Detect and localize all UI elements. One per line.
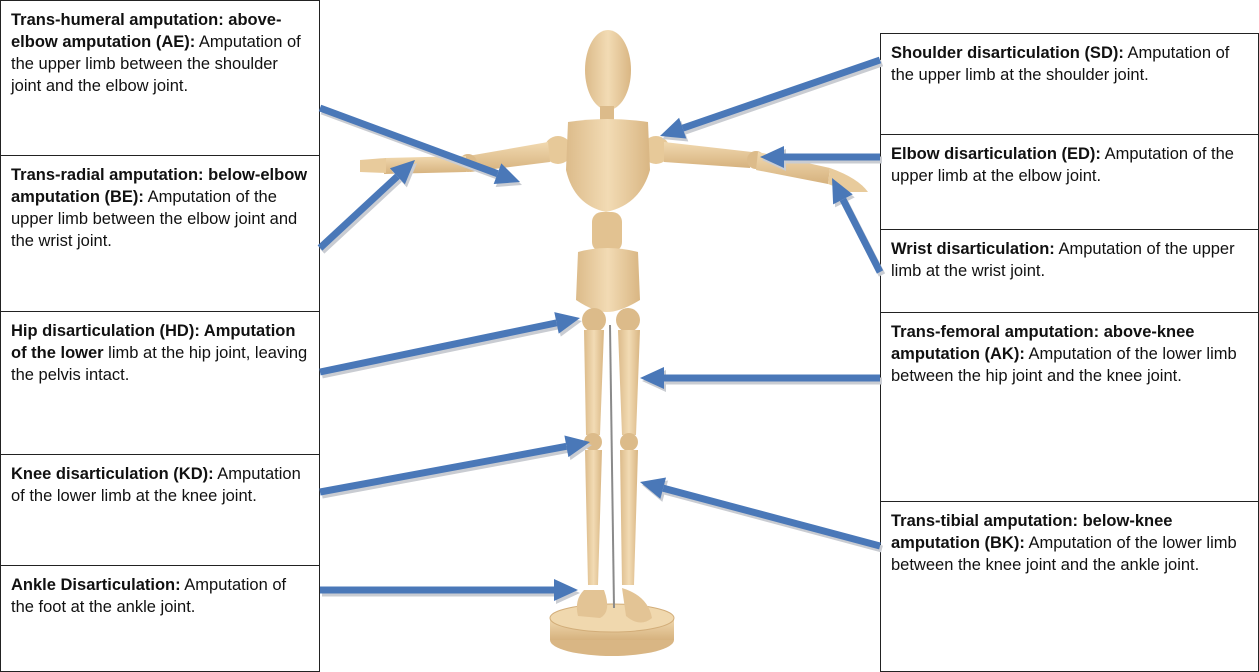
mannequin-base-side bbox=[550, 618, 674, 640]
mannequin-chest bbox=[566, 119, 650, 212]
mannequin-left-forearm bbox=[384, 156, 466, 174]
mannequin-left-shoulder bbox=[544, 136, 572, 164]
label-hip-disarticulation: Hip disarticulation (HD): Amputation of … bbox=[0, 311, 320, 455]
mannequin-right-shoulder bbox=[642, 136, 670, 164]
mannequin-left-hand bbox=[360, 158, 386, 173]
label-ankle-disarticulation: Ankle Disarticulation: Amputation of the… bbox=[0, 565, 320, 672]
mannequin-pelvis bbox=[576, 248, 640, 312]
label-knee-title: Knee disarticulation (KD): bbox=[11, 465, 214, 483]
mannequin-base-top bbox=[550, 604, 674, 632]
mannequin-right-thigh bbox=[618, 330, 640, 435]
mannequin-base bbox=[550, 624, 674, 656]
label-knee-disarticulation: Knee disarticulation (KD): Amputation of… bbox=[0, 454, 320, 566]
mannequin-left-foot bbox=[577, 590, 607, 618]
label-elbow-title: Elbow disarticulation (ED): bbox=[891, 145, 1101, 163]
mannequin-waist bbox=[592, 212, 622, 252]
label-trans-humeral: Trans-humeral amputation: above-elbow am… bbox=[0, 0, 320, 156]
label-shoulder-title: Shoulder disarticulation (SD): bbox=[891, 44, 1124, 62]
mannequin-right-elbow bbox=[747, 151, 765, 169]
mannequin-right-shin bbox=[620, 450, 638, 585]
mannequin-right-upper-arm bbox=[664, 142, 752, 168]
label-ankle-title: Ankle Disarticulation: bbox=[11, 576, 181, 594]
mannequin-head bbox=[585, 30, 631, 110]
mannequin-support-rod bbox=[610, 325, 614, 608]
mannequin-neck bbox=[600, 106, 614, 124]
mannequin-left-thigh bbox=[584, 330, 604, 435]
label-elbow-disarticulation: Elbow disarticulation (ED): Amputation o… bbox=[880, 134, 1259, 230]
mannequin-right-forearm bbox=[756, 152, 830, 184]
mannequin-right-knee bbox=[620, 433, 638, 451]
label-trans-tibial: Trans-tibial amputation: below-knee ampu… bbox=[880, 501, 1259, 672]
mannequin-left-hip bbox=[582, 308, 606, 332]
mannequin-left-knee bbox=[584, 433, 602, 451]
mannequin-right-hand bbox=[828, 168, 868, 192]
mannequin-right-hip bbox=[616, 308, 640, 332]
label-trans-radial: Trans-radial amputation: below-elbow amp… bbox=[0, 155, 320, 312]
mannequin-left-shin bbox=[585, 450, 602, 585]
label-shoulder-disarticulation: Shoulder disarticulation (SD): Amputatio… bbox=[880, 33, 1259, 135]
label-trans-femoral: Trans-femoral amputation: above-knee amp… bbox=[880, 312, 1259, 502]
mannequin-left-elbow bbox=[459, 154, 477, 172]
label-wrist-disarticulation: Wrist disarticulation: Amputation of the… bbox=[880, 229, 1259, 313]
mannequin-left-upper-arm bbox=[468, 142, 550, 172]
mannequin-right-foot bbox=[622, 588, 652, 623]
label-wrist-title: Wrist disarticulation: bbox=[891, 240, 1055, 258]
